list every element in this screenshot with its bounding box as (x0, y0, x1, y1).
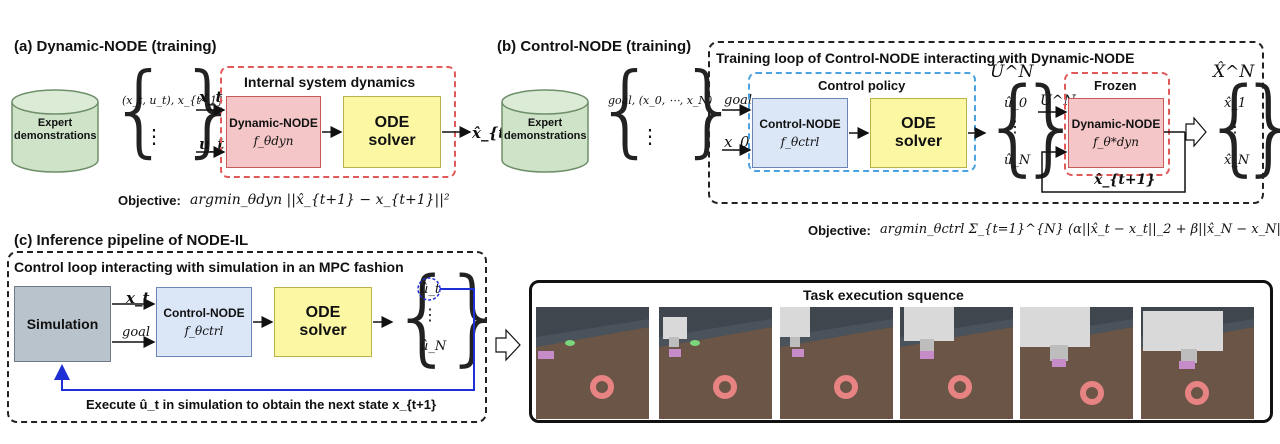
task-frame-3 (780, 307, 893, 419)
ode-solver-label-a: ODE solver (368, 114, 416, 149)
data-row-b: goal, (x_0, ⋯, x_N) (608, 94, 713, 107)
simulation-box: Simulation (14, 286, 111, 362)
brace-left-a: { (108, 51, 172, 168)
x-vec-0: x̂_1 (1224, 96, 1247, 111)
objective-label-a: Objective: (118, 193, 181, 208)
objective-expr-b: argmin_θctrl Σ_{t=1}^{N} (α||x̂_t − x_t|… (880, 222, 1280, 237)
control-node-f-b: f_θctrl (780, 135, 820, 149)
control-node-label-b: Control-NODE (759, 117, 841, 131)
x-set-b: X̂^N (1213, 62, 1255, 82)
task-frame (529, 280, 1273, 423)
task-frames (536, 307, 1266, 419)
control-loop-title: Control loop interacting with simulation… (14, 259, 404, 275)
u-vec-2: û_N (1004, 153, 1031, 168)
brace-left-b: { (594, 51, 658, 168)
dynamic-node-box-a: Dynamic-NODE f_θdyn (226, 96, 321, 168)
u-vec-1: ⋮ (1007, 119, 1023, 136)
data-row-a: (x_t, u_t), x_{t+1} (122, 94, 225, 107)
task-frame-5 (1020, 307, 1133, 419)
goal-c: goal (122, 325, 151, 340)
ode-solver-box-c: ODE solver (274, 287, 372, 357)
u-vec-0: û_0 (1004, 96, 1028, 111)
internal-dynamics-title: Internal system dynamics (244, 74, 416, 90)
panel-b-title: (b) Control-NODE (training) (497, 38, 692, 55)
training-loop-frame (708, 41, 1264, 204)
task-frame-2 (659, 307, 772, 419)
dynamic-node-f-b: f_θ*dyn (1093, 135, 1139, 149)
dots-a: ⋮ (144, 126, 164, 148)
c-vec-2: û_N (420, 339, 447, 354)
objective-expr-a: argmin_θdyn ||x̂_{t+1} − x_{t+1}||² (190, 192, 450, 208)
frozen-box (1064, 72, 1170, 176)
control-node-box-c: Control-NODE f_θctrl (156, 287, 252, 357)
execute-caption: Execute û_t in simulation to obtain the … (86, 397, 436, 412)
task-frame-1 (536, 307, 649, 419)
control-node-label-c: Control-NODE (163, 306, 245, 320)
u-brace-left: { (981, 65, 1048, 187)
c-brace-left: { (390, 255, 457, 377)
panel-a-title: (a) Dynamic-NODE (training) (14, 38, 217, 55)
dots-b: ⋮ (640, 126, 660, 148)
dynamic-node-label-b: Dynamic-NODE (1071, 117, 1161, 131)
internal-dynamics-box (220, 66, 456, 178)
c-vec-0: û_t (420, 282, 441, 297)
expert-demos-a: Expert demonstrations (14, 117, 97, 142)
ode-solver-box-a: ODE solver (343, 96, 441, 168)
feedback-b: x̂_{t+1} (1094, 172, 1156, 188)
x-brace-right: } (1238, 74, 1280, 178)
x-brace-left: { (1202, 65, 1269, 187)
training-loop-title: Training loop of Control-NODE interactin… (716, 50, 1135, 66)
x-vec-1: ⋮ (1227, 119, 1243, 136)
control-policy-title: Control policy (818, 78, 906, 93)
control-node-f-c: f_θctrl (184, 324, 224, 338)
ode-solver-box-b: ODE solver (870, 98, 967, 168)
task-frame-6 (1141, 307, 1254, 419)
task-frame-4 (900, 307, 1013, 419)
task-title: Task execution squence (803, 287, 964, 303)
u-in-b: Û^N (1040, 93, 1076, 109)
dynamic-node-box-b: Dynamic-NODE f_θ*dyn (1068, 98, 1164, 168)
x-vec-2: x̂_N (1224, 153, 1250, 168)
c-vec-1: ⋮ (422, 307, 438, 324)
input-x-a: x_t (199, 88, 223, 106)
control-node-box-b: Control-NODE f_θctrl (752, 98, 848, 168)
frozen-title: Frozen (1094, 78, 1137, 93)
control-loop-frame (7, 251, 487, 423)
dynamic-node-f-a: f_θdyn (253, 134, 294, 148)
dynamic-node-label-a: Dynamic-NODE (229, 116, 318, 130)
control-policy-box (748, 72, 976, 172)
objective-label-b: Objective: (808, 223, 871, 238)
panel-c-title: (c) Inference pipeline of NODE-IL (14, 232, 249, 249)
ode-solver-label-b: ODE solver (894, 115, 943, 150)
ode-solver-label-c: ODE solver (299, 304, 347, 339)
simulation-label: Simulation (26, 316, 99, 332)
u-set-b: Û^N (990, 62, 1034, 82)
expert-demos-b: Expert demonstrations (504, 117, 587, 142)
